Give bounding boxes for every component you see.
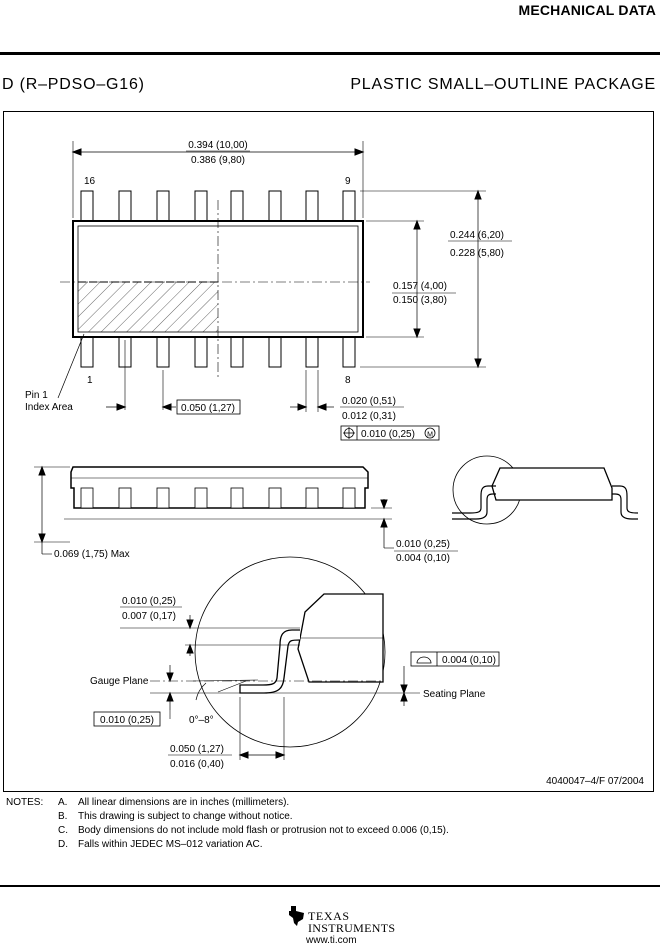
tolerance-value: 0.010 (0,25) — [361, 429, 415, 440]
website-link[interactable]: www.ti.com — [306, 935, 357, 946]
note-item: B.This drawing is subject to change with… — [58, 811, 293, 822]
standoff-min: 0.004 (0,10) — [396, 553, 450, 564]
pin-9-label: 9 — [345, 176, 351, 187]
pin-1-label: 1 — [87, 375, 93, 386]
body-width-min: 0.150 (3,80) — [393, 295, 447, 306]
note-item: C.Body dimensions do not include mold fl… — [58, 825, 449, 836]
side-view-text: 0.069 (1,75) Max 0.010 (0,25) 0.004 (0,1… — [54, 539, 450, 564]
lead-width-max: 0.020 (0,51) — [342, 396, 396, 407]
top-view — [57, 141, 512, 441]
brand-line-1: TEXAS — [308, 909, 350, 923]
pin-16-label: 16 — [84, 176, 96, 187]
drawing-number: 4040047–4/F 07/2004 — [546, 776, 644, 787]
standoff-max: 0.010 (0,25) — [396, 539, 450, 550]
lead-width-min: 0.012 (0,31) — [342, 411, 396, 422]
header-rule — [0, 52, 660, 55]
package-name: PLASTIC SMALL–OUTLINE PACKAGE — [350, 76, 656, 93]
foot-length-max: 0.050 (1,27) — [170, 744, 224, 755]
lead-thickness-min: 0.007 (0,17) — [122, 611, 176, 622]
brand-line-2: INSTRUMENTS — [308, 921, 396, 935]
pin-8-label: 8 — [345, 375, 351, 386]
side-view — [34, 455, 639, 555]
lead-detail — [93, 556, 500, 760]
ti-logo: TEXAS INSTRUMENTS www.ti.com — [288, 903, 395, 947]
angle-value: 0°–8° — [189, 715, 214, 726]
top-view-text: 0.394 (10,00) 0.386 (9,80) 16 9 1 8 0.24… — [25, 140, 504, 440]
overall-width-min: 0.228 (5,80) — [450, 248, 504, 259]
body-width-max: 0.157 (4,00) — [393, 281, 447, 292]
note-item: D.Falls within JEDEC MS–012 variation AC… — [58, 839, 263, 850]
page-header-title: MECHANICAL DATA — [518, 2, 656, 18]
footer-rule — [0, 885, 660, 887]
body-length-max: 0.394 (10,00) — [188, 140, 248, 151]
foot-length-min: 0.016 (0,40) — [170, 759, 224, 770]
coplanarity-value: 0.004 (0,10) — [442, 655, 496, 666]
lead-thickness-max: 0.010 (0,25) — [122, 596, 176, 607]
side-leads — [80, 487, 356, 509]
pin1-index-area-label: Index Area — [25, 402, 73, 413]
pitch-value: 0.050 (1,27) — [181, 403, 235, 414]
texas-map-icon — [289, 906, 304, 926]
lead-detail-circle — [194, 556, 386, 748]
gauge-plane-label: Gauge Plane — [90, 676, 149, 687]
pin1-index-hatch — [78, 282, 218, 332]
note-item: A.All linear dimensions are in inches (m… — [58, 797, 290, 808]
gauge-value: 0.010 (0,25) — [100, 715, 154, 726]
pin1-index-label: Pin 1 — [25, 390, 48, 401]
lead-detail-text: 0.010 (0,25) 0.007 (0,17) Gauge Plane 0.… — [90, 596, 644, 787]
package-id: D (R–PDSO–G16) — [2, 76, 145, 93]
bottom-pins — [80, 336, 356, 368]
tolerance-modifier: M — [427, 432, 433, 439]
notes-label: NOTES: — [6, 797, 44, 808]
seating-plane-label: Seating Plane — [423, 689, 486, 700]
overall-width-max: 0.244 (6,20) — [450, 230, 504, 241]
body-length-min: 0.386 (9,80) — [191, 155, 245, 166]
height-max: 0.069 (1,75) Max — [54, 549, 130, 560]
drawing-frame — [3, 111, 654, 792]
